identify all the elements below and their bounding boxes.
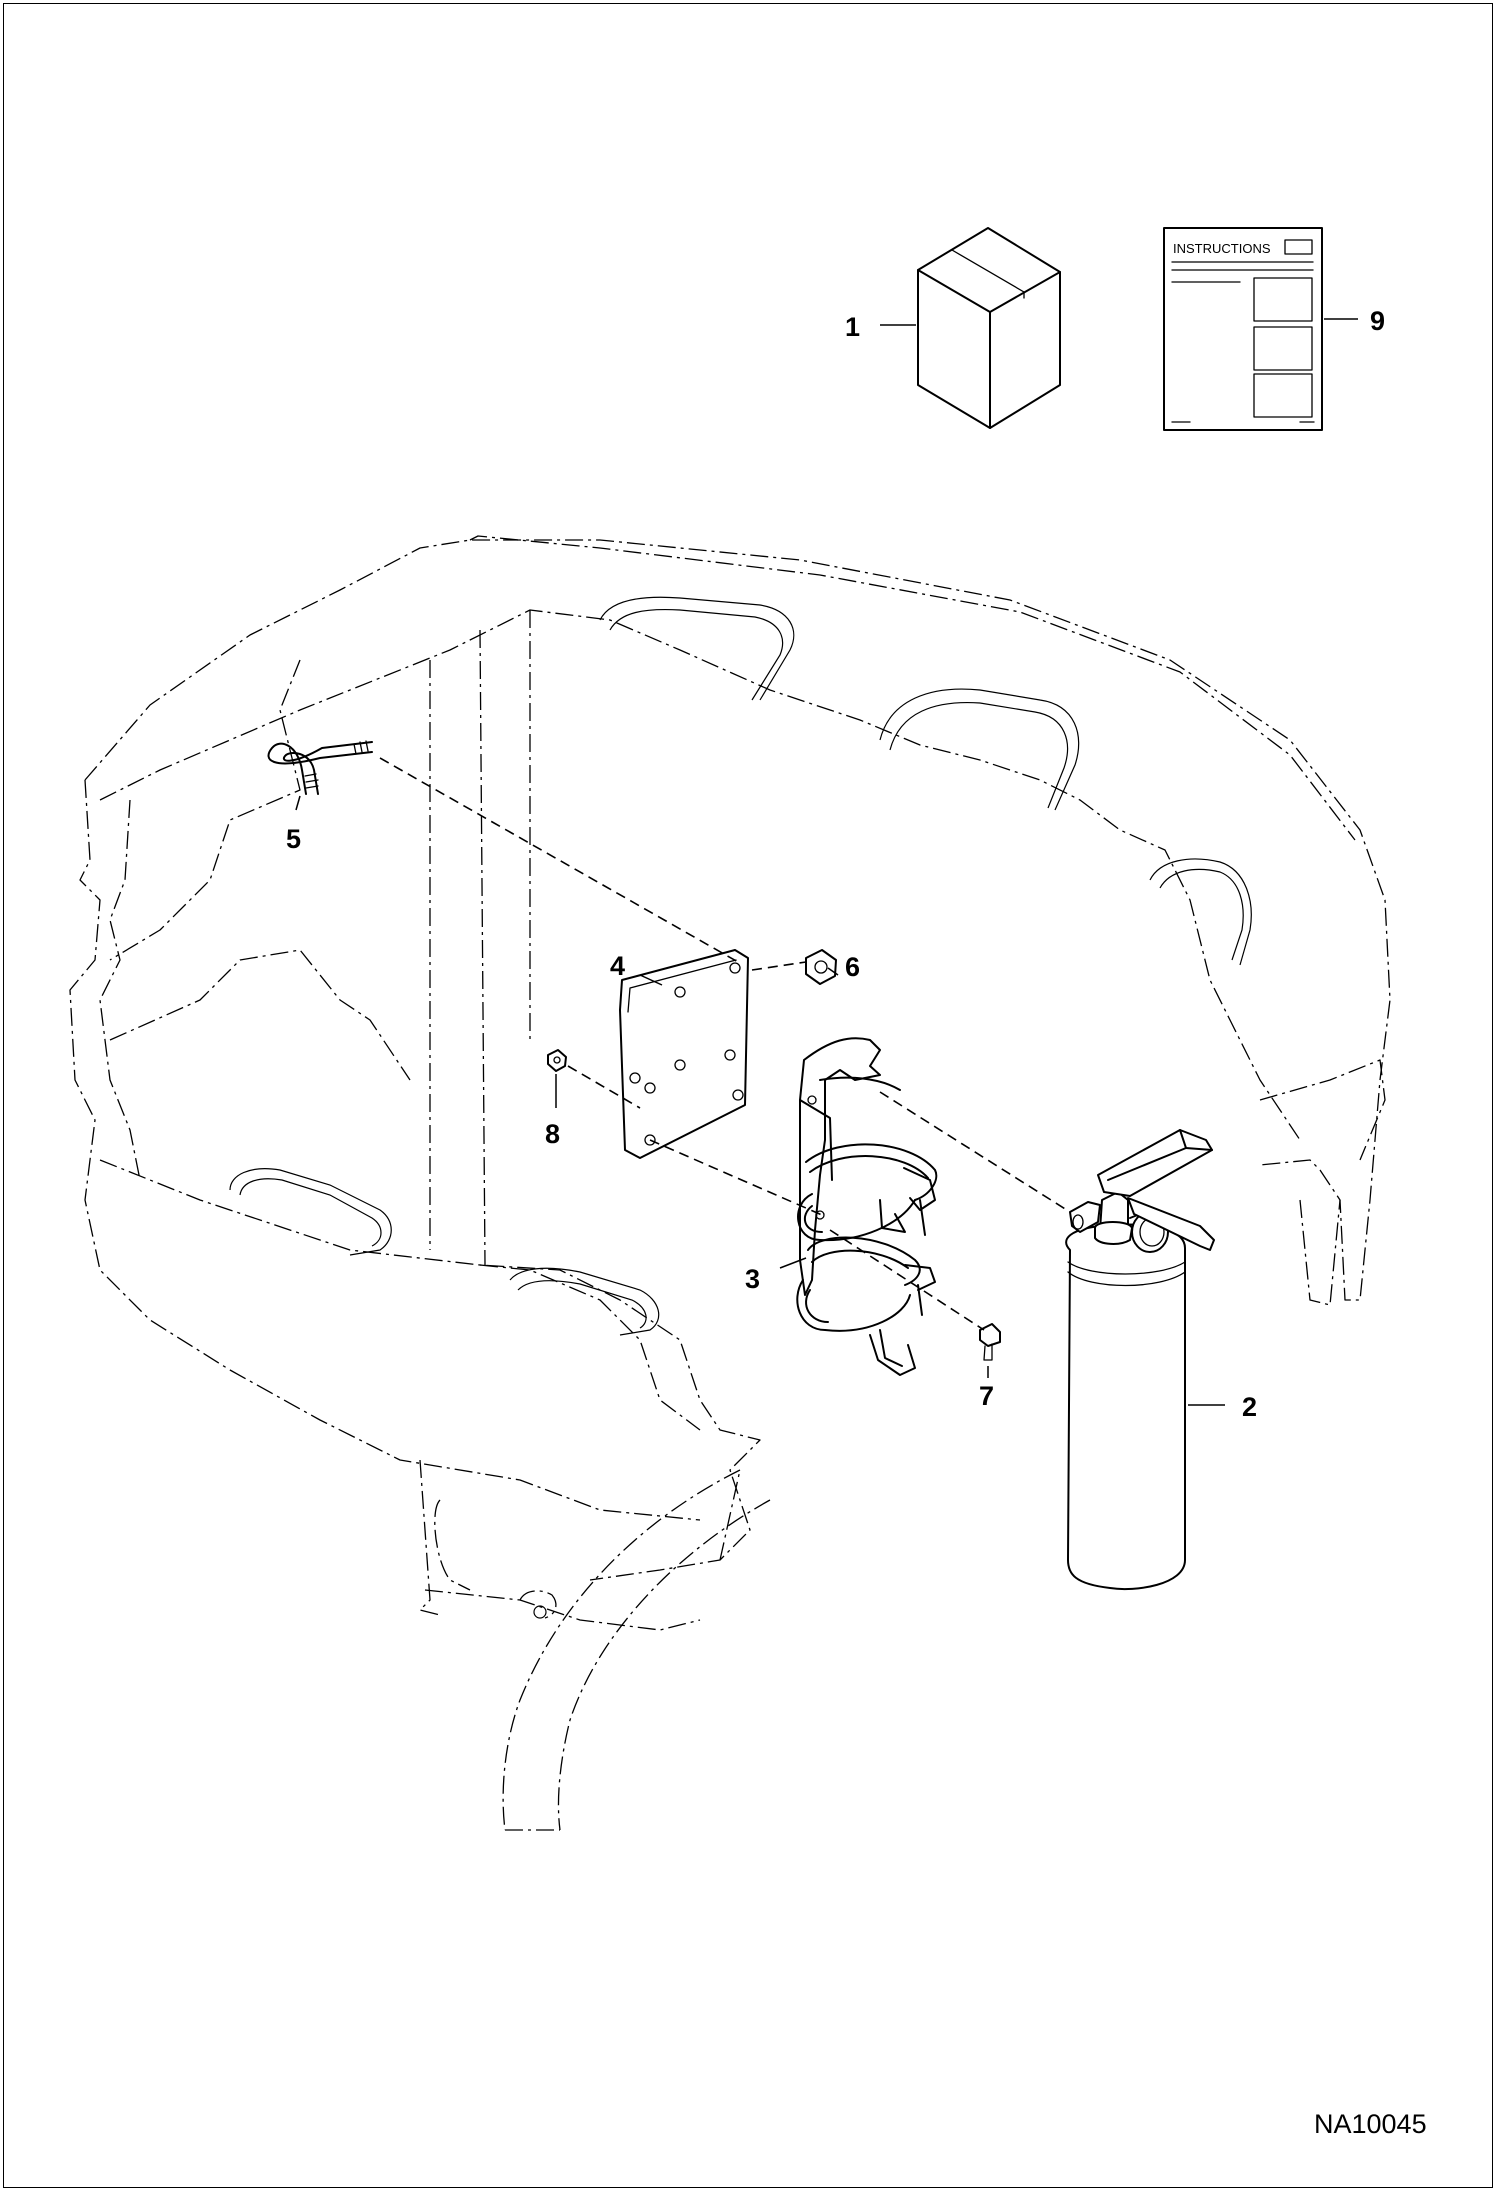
assembly-lines	[379, 757, 1071, 1331]
callouts: 1 2 3 4 5 6 7 8 9	[286, 306, 1385, 1422]
u-bolt	[267, 740, 373, 795]
instruction-sheet: INSTRUCTIONS	[1163, 227, 1323, 431]
document-id: NA10045	[1314, 2109, 1427, 2139]
instruction-sheet-title: INSTRUCTIONS	[1173, 241, 1271, 256]
fire-extinguisher	[1065, 1129, 1215, 1591]
hex-nut	[805, 949, 837, 985]
callout-2: 2	[1242, 1392, 1257, 1422]
kit-box	[917, 227, 1061, 429]
callout-5: 5	[286, 824, 301, 854]
small-nut	[547, 1049, 567, 1072]
callout-6: 6	[845, 952, 860, 982]
callout-8: 8	[545, 1119, 560, 1149]
callout-7: 7	[979, 1381, 994, 1411]
callout-4: 4	[610, 951, 625, 981]
callout-9: 9	[1370, 306, 1385, 336]
bolt	[979, 1323, 1001, 1361]
drawing-frame	[3, 3, 1493, 2188]
mounting-plate	[619, 949, 749, 1159]
extinguisher-bracket	[796, 1037, 938, 1376]
callout-1: 1	[845, 312, 860, 342]
leader-lines	[295, 318, 1358, 1406]
callout-3: 3	[745, 1264, 760, 1294]
machine-outline	[69, 535, 1391, 1831]
